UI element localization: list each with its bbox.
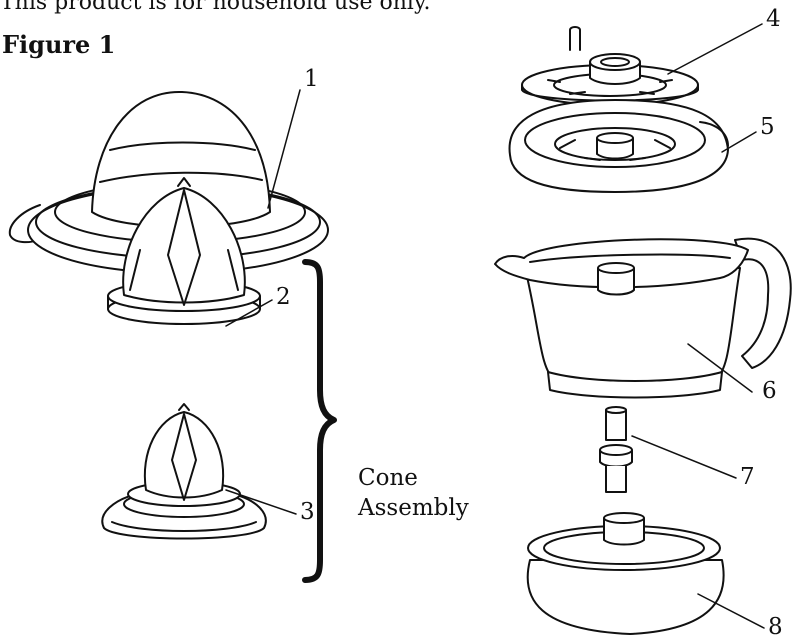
leader-line-1 — [267, 89, 301, 209]
cone-assembly-label-line2: Assembly — [358, 495, 469, 521]
callout-5: 5 — [760, 114, 775, 140]
callout-3: 3 — [300, 499, 315, 525]
juice-pitcher-part — [494, 237, 792, 399]
strainer-part — [508, 99, 729, 193]
callout-6: 6 — [762, 378, 777, 404]
large-reamer-cone-part — [107, 177, 261, 325]
leader-line-4 — [667, 23, 763, 75]
callout-8: 8 — [768, 614, 783, 640]
leader-line-3 — [225, 489, 297, 515]
callout-1: 1 — [304, 66, 319, 92]
pulp-control-disc-part — [521, 26, 699, 106]
cone-assembly-label-line1: Cone — [358, 465, 418, 491]
leader-line-6 — [687, 343, 753, 393]
small-reamer-cone-part — [101, 403, 267, 540]
callout-2: 2 — [276, 284, 291, 310]
leader-line-5 — [721, 131, 757, 153]
drive-shaft-part — [599, 406, 633, 493]
cone-assembly-bracket — [302, 259, 337, 583]
leader-line-7 — [631, 435, 737, 479]
leader-line-2 — [225, 299, 273, 327]
callout-7: 7 — [740, 464, 755, 490]
motor-base-part — [526, 512, 725, 635]
figure-title: Figure 1 — [2, 30, 116, 59]
cone-assembly-label: Cone Assembly — [358, 463, 469, 523]
leader-line-8 — [697, 593, 765, 629]
page-note: This product is for household use only. — [0, 0, 431, 15]
callout-4: 4 — [766, 6, 781, 32]
